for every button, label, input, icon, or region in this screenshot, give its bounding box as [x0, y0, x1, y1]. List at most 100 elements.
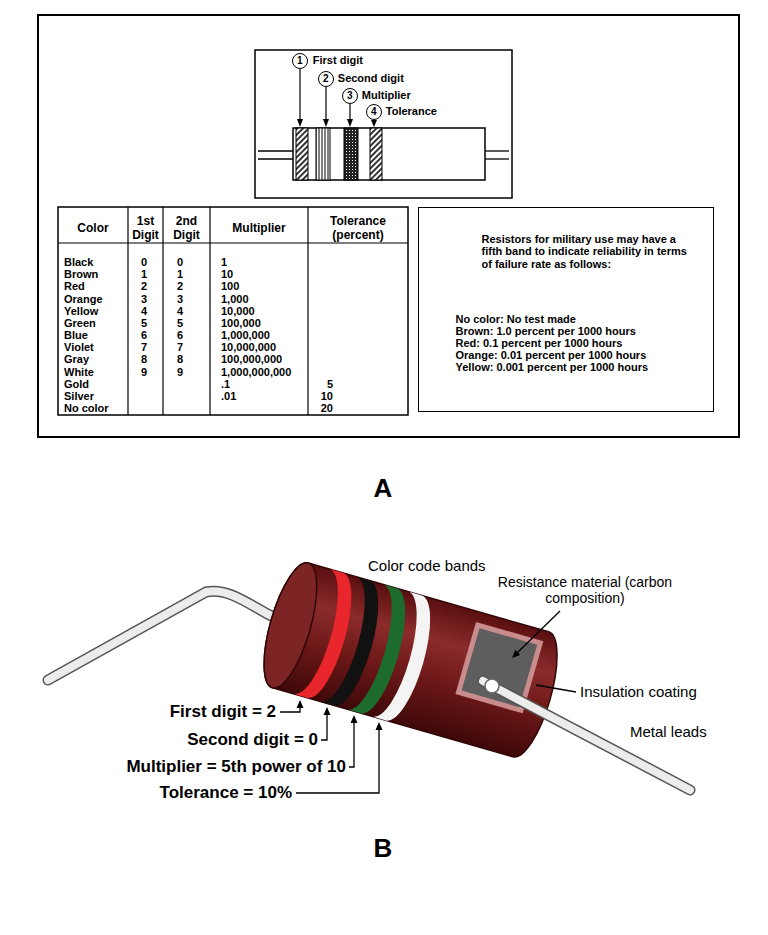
- color-name: Green: [64, 317, 96, 329]
- table-header: 1st Digit: [129, 214, 162, 242]
- resistor-symbol: [258, 128, 509, 180]
- color-name: Blue: [64, 329, 88, 341]
- color-code-table-part: [209, 207, 210, 415]
- resistor-symbol-part: [485, 150, 509, 151]
- callout-circle: 2Second digit: [318, 71, 334, 87]
- color-name: Red: [64, 280, 85, 292]
- color-name: Orange: [64, 293, 103, 305]
- resistor-symbol-part: [485, 158, 509, 159]
- color-name: White: [64, 366, 94, 378]
- resistor-body-part: [458, 625, 540, 710]
- multiplier-cell: 1,000,000,000: [221, 366, 291, 378]
- part-label: Insulation coating: [580, 683, 697, 701]
- second-digit-cell: 4: [177, 305, 183, 317]
- callout-arrows-part: [371, 120, 377, 127]
- leader-arrowheads: [297, 650, 521, 730]
- callout-label: Tolerance: [386, 105, 437, 118]
- color-name: Silver: [64, 390, 94, 402]
- first-digit-cell: 9: [141, 366, 147, 378]
- table-header: Multiplier: [212, 221, 306, 235]
- resistor-symbol-part: [296, 128, 308, 180]
- callout-label: Second digit: [338, 72, 404, 85]
- color-code-table: [58, 207, 408, 415]
- multiplier-cell: 1,000: [221, 293, 249, 305]
- table-header: Tolerance (percent): [310, 214, 406, 242]
- second-digit-cell: 6: [177, 329, 183, 341]
- note-box: Resistors for military use may have a fi…: [418, 207, 714, 412]
- band-label: First digit = 2: [170, 702, 276, 722]
- leader-lines-part: [349, 721, 354, 767]
- first-digit-cell: 3: [141, 293, 147, 305]
- tolerance-cell: 10: [321, 390, 333, 402]
- band-label: Second digit = 0: [187, 730, 318, 750]
- callout-number: 2: [323, 73, 329, 85]
- leader-arrowheads-part: [512, 650, 520, 658]
- panel-letter: A: [374, 473, 393, 504]
- metal-lead-part: [485, 679, 499, 693]
- band-label: Multiplier = 5th power of 10: [126, 757, 346, 777]
- color-name: Violet: [64, 341, 94, 353]
- callout-arrows-part: [299, 69, 300, 121]
- multiplier-cell: 100,000,000: [221, 353, 282, 365]
- color-code-table-part: [307, 207, 308, 415]
- color-name: Yellow: [64, 305, 98, 317]
- leader-lines-part: [516, 611, 560, 654]
- leader-arrowheads-part: [324, 707, 331, 715]
- resistor-symbol-part: [293, 128, 485, 180]
- tolerance-cell: 20: [321, 402, 333, 414]
- second-digit-cell: 0: [177, 256, 183, 268]
- multiplier-cell: 10: [221, 268, 233, 280]
- multiplier-cell: 100,000: [221, 317, 261, 329]
- multiplier-cell: 10,000: [221, 305, 255, 317]
- callout-circle: 3Multiplier: [342, 88, 358, 104]
- callout-arrows-part: [323, 119, 329, 127]
- callout-arrows-part: [325, 87, 326, 121]
- callout-arrows-part: [347, 119, 353, 127]
- multiplier-cell: 10,000,000: [221, 341, 276, 353]
- leader-arrowheads-part: [376, 722, 383, 730]
- metal-lead-part: [48, 591, 300, 680]
- callout-circle: 4Tolerance: [366, 104, 382, 120]
- resistor-symbol-part: [370, 128, 382, 180]
- callout-number: 1: [297, 55, 303, 67]
- leader-lines-part: [321, 713, 327, 740]
- failure-rate-line: Orange: 0.01 percent per 1000 hours: [456, 349, 647, 362]
- color-code-table-part: [127, 207, 128, 415]
- figure-box: [255, 50, 512, 198]
- tolerance-cell: 5: [327, 378, 333, 390]
- first-digit-cell: 7: [141, 341, 147, 353]
- first-digit-cell: 2: [141, 280, 147, 292]
- color-code-table-part: [162, 207, 163, 415]
- resistor-symbol-part: [316, 128, 330, 180]
- metal-lead: [48, 591, 300, 680]
- second-digit-cell: 3: [177, 293, 183, 305]
- callout-circle: 1First digit: [292, 53, 308, 69]
- callout-label: First digit: [313, 54, 363, 67]
- multiplier-cell: 100: [221, 280, 239, 292]
- multiplier-cell: 1: [221, 256, 227, 268]
- part-label: Resistance material (carbon composition): [498, 574, 673, 606]
- note-text: Resistors for military use may have a fi…: [482, 233, 697, 271]
- color-code-table-part: [58, 207, 408, 415]
- first-digit-cell: 4: [141, 305, 147, 317]
- first-digit-cell: 8: [141, 353, 147, 365]
- first-digit-cell: 5: [141, 317, 147, 329]
- callout-label: Multiplier: [362, 89, 411, 102]
- callout-arrows-part: [349, 104, 350, 121]
- second-digit-cell: 1: [177, 268, 183, 280]
- table-header: Color: [60, 221, 126, 235]
- failure-rate-line: Red: 0.1 percent per 1000 hours: [456, 337, 623, 350]
- leader-arrowheads-part: [297, 700, 304, 708]
- resistor-body-part: [372, 592, 441, 726]
- first-digit-cell: 1: [141, 268, 147, 280]
- color-name: Brown: [64, 268, 98, 280]
- leader-arrowheads-part: [351, 715, 358, 723]
- color-name: Black: [64, 256, 93, 268]
- callout-arrows-part: [297, 119, 303, 127]
- color-code-table-part: [58, 242, 408, 243]
- leader-lines-part: [536, 685, 576, 692]
- failure-rate-line: No color: No test made: [456, 313, 576, 326]
- band-label: Tolerance = 10%: [160, 783, 292, 803]
- resistor-symbol-part: [258, 150, 293, 151]
